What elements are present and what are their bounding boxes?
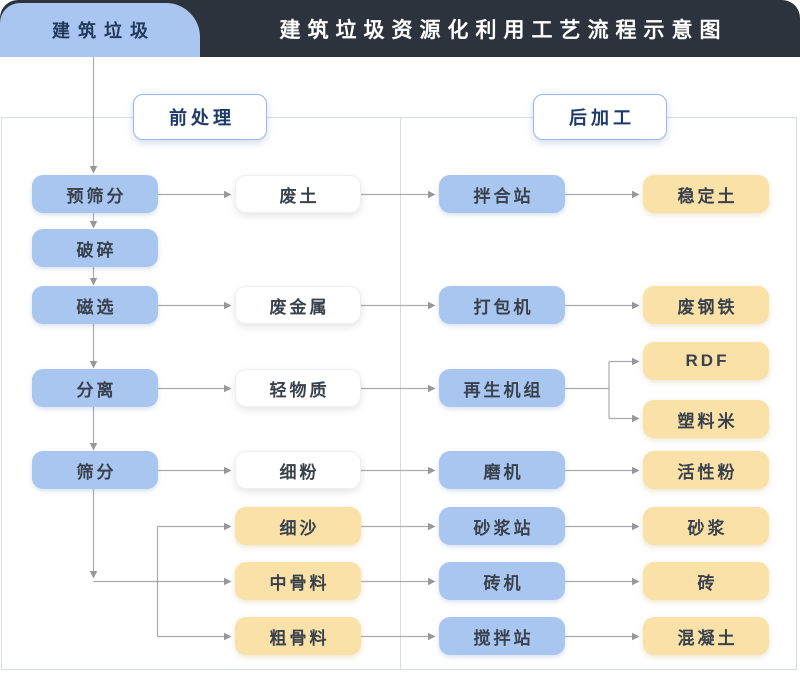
- node-plastic-pellet: 塑料米: [643, 400, 769, 438]
- node-rdf: RDF: [643, 342, 769, 380]
- node-scrap-steel: 废钢铁: [643, 286, 769, 324]
- node-separate: 分离: [32, 369, 158, 407]
- section-pre-processing: 前处理: [133, 94, 267, 140]
- node-brick: 砖: [643, 562, 769, 600]
- node-medium-aggregate: 中骨料: [235, 562, 361, 600]
- node-regen-unit: 再生机组: [439, 369, 565, 407]
- page-title: 建筑垃圾资源化利用工艺流程示意图: [279, 18, 728, 42]
- node-mortar-plant: 砂浆站: [439, 507, 565, 545]
- node-screen: 筛分: [32, 451, 158, 489]
- node-concrete: 混凝土: [643, 617, 769, 655]
- node-mortar: 砂浆: [643, 507, 769, 545]
- node-stabilized-soil: 稳定土: [643, 175, 769, 213]
- section-divider: [400, 117, 401, 670]
- node-coarse-aggregate: 粗骨料: [235, 617, 361, 655]
- node-fine-sand: 细沙: [235, 507, 361, 545]
- flow-panel: [1, 117, 797, 670]
- node-light-material: 轻物质: [235, 369, 361, 407]
- node-waste-metal: 废金属: [235, 286, 361, 324]
- node-stir-plant: 搅拌站: [439, 617, 565, 655]
- node-mixing-plant: 拌合站: [439, 175, 565, 213]
- section-post-processing: 后加工: [533, 94, 667, 140]
- node-mill: 磨机: [439, 451, 565, 489]
- node-pre-screen: 预筛分: [32, 175, 158, 213]
- tab-construction-waste: 建筑垃圾: [0, 3, 200, 57]
- node-brick-machine: 砖机: [439, 562, 565, 600]
- node-crush: 破碎: [32, 229, 158, 267]
- node-waste-soil: 废土: [235, 175, 361, 213]
- node-active-powder: 活性粉: [643, 451, 769, 489]
- node-baler: 打包机: [439, 286, 565, 324]
- node-magnetic: 磁选: [32, 286, 158, 324]
- node-fine-powder: 细粉: [235, 451, 361, 489]
